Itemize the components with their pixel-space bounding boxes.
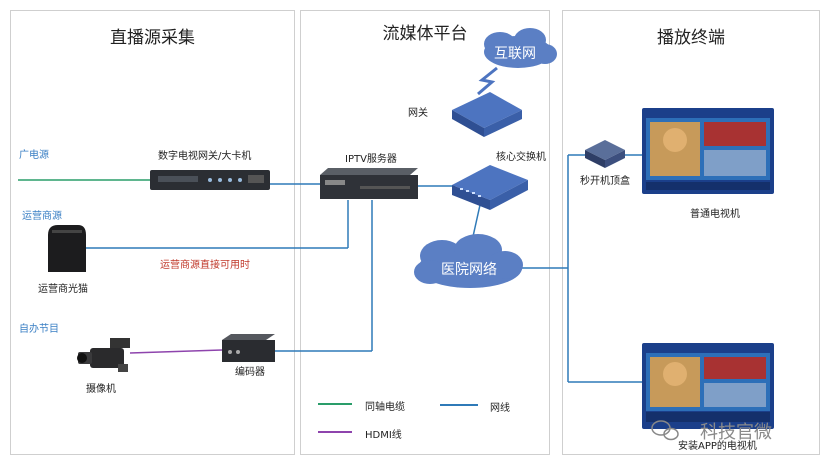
hospital-network-cloud (414, 234, 523, 288)
hdmi-line-camera-encoder (129, 349, 223, 354)
label-hospital-network: 医院网络 (441, 262, 497, 278)
settop-box-device (585, 140, 625, 168)
label-operator-direct: 运营商源直接可用时 (160, 260, 250, 271)
label-settop-box: 秒开机顶盒 (580, 176, 630, 187)
camera-device (77, 338, 130, 372)
label-core-switch: 核心交换机 (496, 152, 546, 163)
label-normal-tv: 普通电视机 (690, 209, 740, 220)
streaming-platform-panel: 流媒体平台 (300, 10, 550, 455)
optical-modem-device (48, 225, 86, 272)
label-internet: 互联网 (494, 46, 536, 62)
gateway-card-device (150, 170, 270, 190)
label-encoder: 编码器 (235, 367, 265, 378)
legend-coax-label: 同轴电缆 (365, 402, 405, 413)
legend-hdmi-label: HDMI线 (365, 430, 402, 441)
label-app-tv: 安装APP的电视机 (678, 441, 757, 452)
label-gateway: 网关 (408, 108, 428, 119)
wechat-icon (651, 420, 679, 441)
legend-network-label: 网线 (490, 403, 510, 414)
live-source-title: 直播源采集 (110, 28, 195, 48)
normal-tv-device (642, 108, 774, 194)
label-camera: 摄像机 (86, 384, 116, 395)
streaming-platform-title: 流媒体平台 (382, 24, 468, 44)
internet-cloud (484, 28, 557, 68)
core-switch-device (452, 165, 528, 210)
encoder-device (222, 334, 275, 362)
iptv-server-device (320, 168, 418, 199)
gateway-device (452, 92, 522, 137)
label-optical-modem: 运营商光猫 (38, 284, 88, 295)
label-broadcast-source: 广电源 (19, 150, 49, 161)
label-operator-source: 运营商源 (22, 211, 62, 222)
playback-terminal-title: 播放终端 (657, 28, 725, 48)
app-tv-device (642, 343, 774, 429)
internet-link-bolt (477, 66, 498, 96)
label-self-made-program: 自办节目 (19, 324, 59, 335)
label-gateway-card: 数字电视网关/大卡机 (158, 151, 252, 162)
label-iptv-server: IPTV服务器 (345, 154, 397, 165)
watermark-text: 科技官微 (700, 422, 772, 443)
